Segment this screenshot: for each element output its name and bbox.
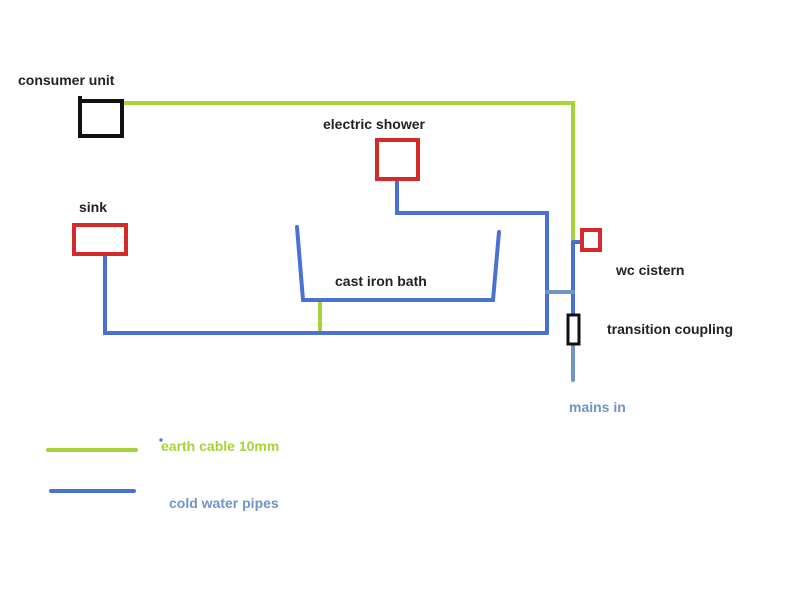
cast-iron-bath-label: cast iron bath: [335, 273, 427, 289]
transition-coupling-label: transition coupling: [607, 321, 733, 337]
wc-cistern-label: wc cistern: [616, 262, 685, 278]
mains-in-label: mains in: [569, 399, 626, 415]
electric-shower-box: [375, 138, 420, 181]
earth-cable-run: [120, 101, 575, 242]
consumer-unit-box: [78, 99, 124, 138]
sink-box: [72, 223, 128, 256]
legend-dot: [159, 438, 163, 442]
sink-bath-pipe: [103, 253, 549, 335]
earth-cable: [120, 101, 575, 335]
electric-shower-label: electric shower: [323, 116, 425, 132]
bath-outline: [295, 225, 501, 302]
wc-cistern-box: [580, 228, 602, 252]
legend-water-label: cold water pipes: [169, 495, 279, 511]
transition-coupling-box: [566, 313, 581, 346]
mains-pipes: [545, 290, 575, 382]
legend-earth-label: earth cable 10mm: [161, 438, 280, 454]
shower-pipe: [395, 178, 549, 335]
consumer-unit-label: consumer unit: [18, 72, 115, 88]
sink-label: sink: [79, 199, 108, 215]
cold-water-pipes: [103, 178, 584, 335]
